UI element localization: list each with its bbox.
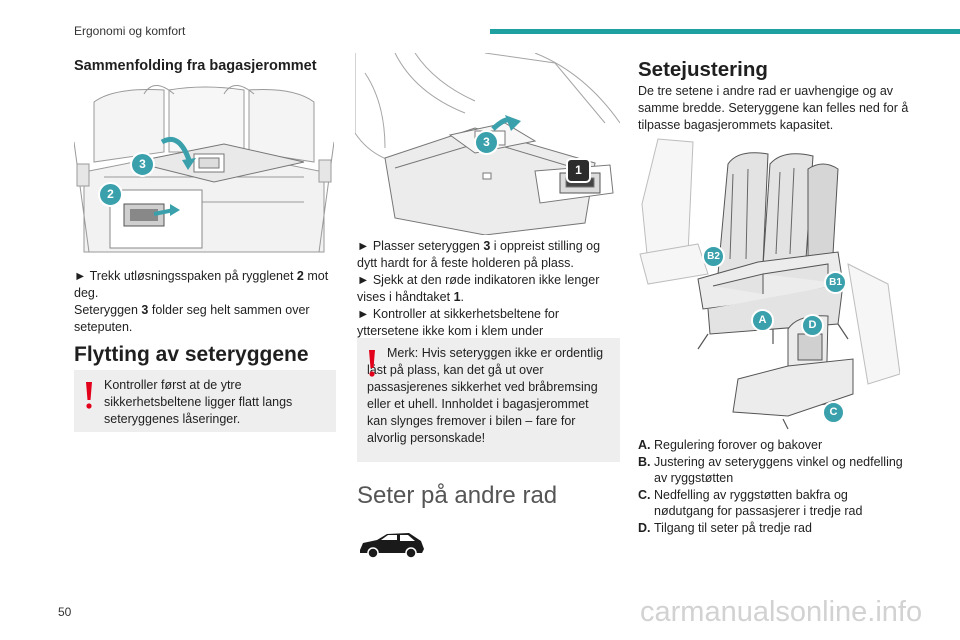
exclamation-icon [86,382,92,409]
exclamation-icon [369,350,375,377]
instruction-place-backrest: ► Plasser seteryggen 3 i oppreist stilli… [357,239,601,270]
legend-item-c: C.Nedfelling av ryggstøtten bakfra og nø… [638,488,863,518]
instruction-backrest-folds: Seteryggen 3 folder seg helt sammen over… [74,303,310,334]
running-head: Ergonomi og komfort [74,24,186,38]
figure-fold-from-trunk: 3 2 [74,82,334,258]
heading-second-row-seats: Seter på andre rad [357,482,558,509]
callout-a: A [751,309,774,332]
legend-item-b: B.Justering av seteryggens vinkel og ned… [638,455,903,485]
figure-lock-backrest: 3 1 [355,53,620,235]
callout-3: 3 [474,130,499,155]
page-number: 50 [58,605,72,619]
callout-b2: B2 [702,245,725,268]
callout-c: C [822,401,845,424]
watermark: carmanualsonline.info [640,596,923,628]
seat-adjustment-legend: A.Regulering forover og bakover B.Juster… [638,437,910,536]
callout-1: 1 [566,158,591,183]
instruction-check-indicator: ► Sjekk at den røde indikatoren ikke len… [357,273,600,304]
heading-fold-from-trunk: Sammenfolding fra bagasjerommet [74,58,317,74]
legend-item-a: A.Regulering forover og bakover [638,438,823,452]
second-row-seats-illustration [639,138,900,430]
callout-d: D [801,314,824,337]
callout-2: 2 [98,182,123,207]
note-text: Kontroller først at de ytre sikkerhetsbe… [104,378,293,426]
car-silhouette-icon [357,530,427,560]
header-accent-bar [490,29,960,34]
figure-second-row-seats: B2 B1 A D C [638,134,900,430]
warning-box-backrest-lock: Merk: Hvis seteryggen ikke er ordentlig … [357,338,620,462]
callout-b1: B1 [824,271,847,294]
heading-seat-adjustment: Setejustering [638,58,768,81]
seat-adjustment-intro: De tre setene i andre rad er uavhengige … [638,84,909,132]
warning-text: Merk: Hvis seteryggen ikke er ordentlig … [367,346,604,445]
instruction-pull-lever: ► Trekk utløsningsspaken på rygglenet 2 … [74,269,329,300]
note-box-seatbelts: Kontroller først at de ytre sikkerhetsbe… [74,370,336,432]
trunk-seat-illustration [74,82,334,258]
callout-3: 3 [130,152,155,177]
legend-item-d: D.Tilgang til seter på tredje rad [638,521,812,535]
heading-moving-backrests: Flytting av seteryggene [74,343,309,366]
